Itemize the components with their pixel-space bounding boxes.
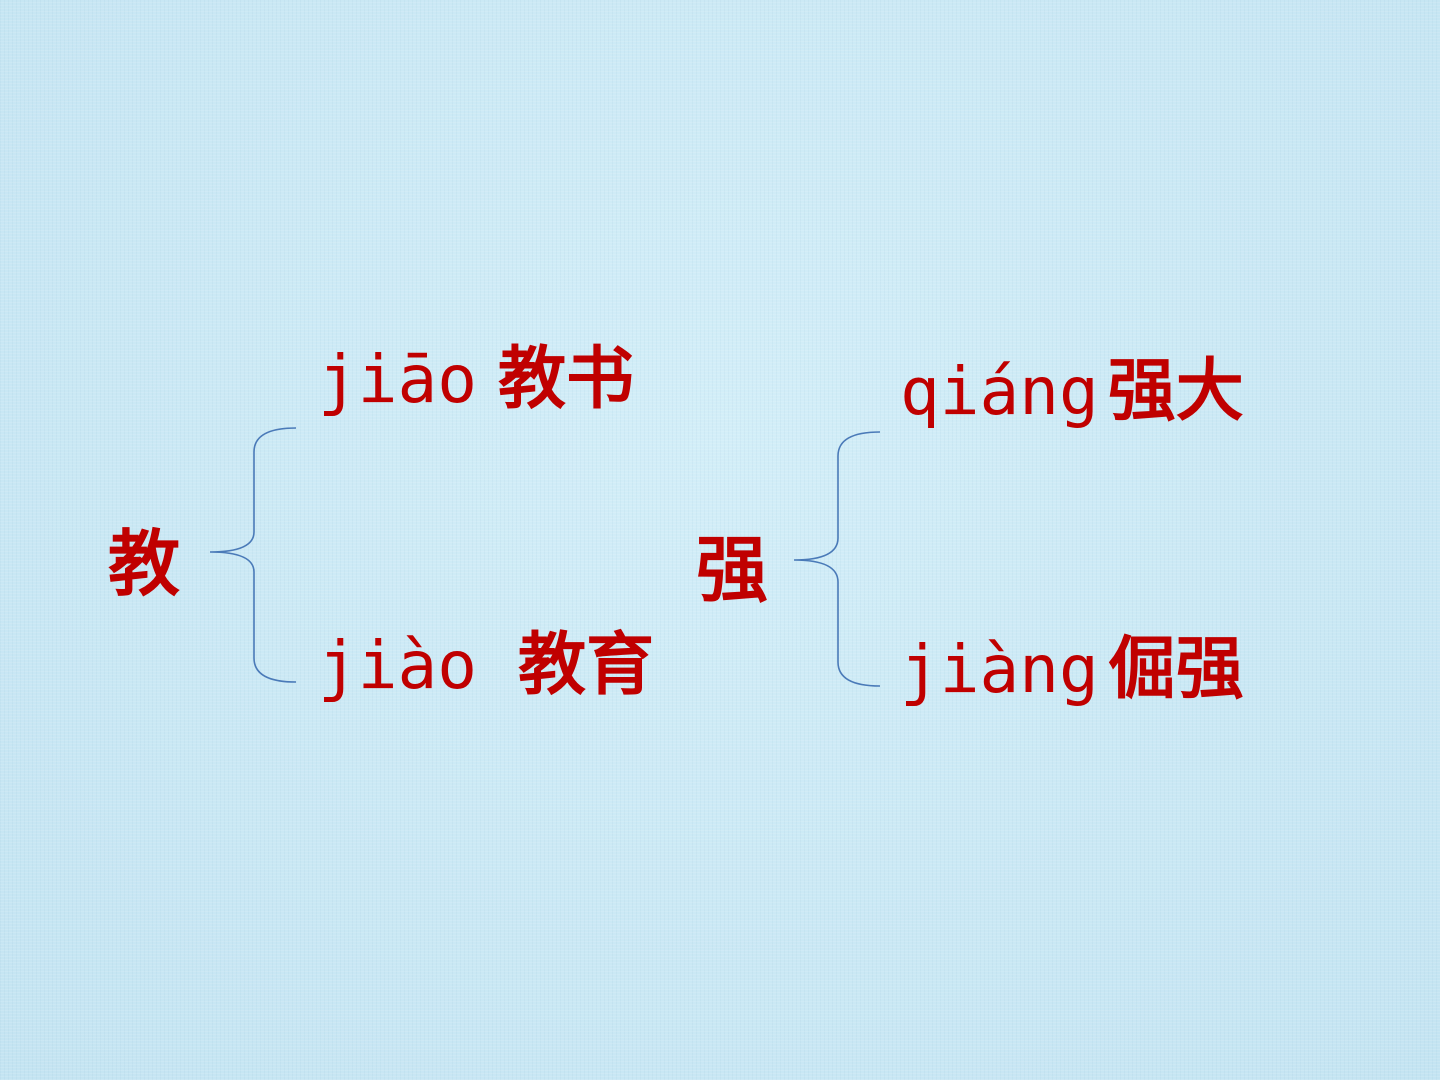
pinyin-jiao-2: jiào xyxy=(318,627,477,704)
pinyin-qiang-2: jiàng xyxy=(900,631,1099,708)
reading-jiao-1: jiāo 教书 xyxy=(318,346,634,414)
pinyin-jiao-1: jiāo xyxy=(318,341,477,418)
reading-jiao-2: jiào 教育 xyxy=(318,632,654,700)
character-qiang: 强 xyxy=(696,528,769,612)
brace-qiang xyxy=(793,431,881,687)
word-juejiang: 倔强 xyxy=(1107,630,1244,709)
reading-qiang-1: qiáng 强大 xyxy=(900,358,1244,426)
brace-jiao xyxy=(209,427,297,683)
pinyin-qiang-1: qiáng xyxy=(900,353,1099,430)
character-jiao: 教 xyxy=(108,522,181,606)
word-jiaoshu: 教书 xyxy=(498,340,635,419)
word-jiaoyu: 教育 xyxy=(518,626,655,705)
reading-qiang-2: jiàng 倔强 xyxy=(900,636,1244,704)
word-qiangda: 强大 xyxy=(1107,352,1244,431)
